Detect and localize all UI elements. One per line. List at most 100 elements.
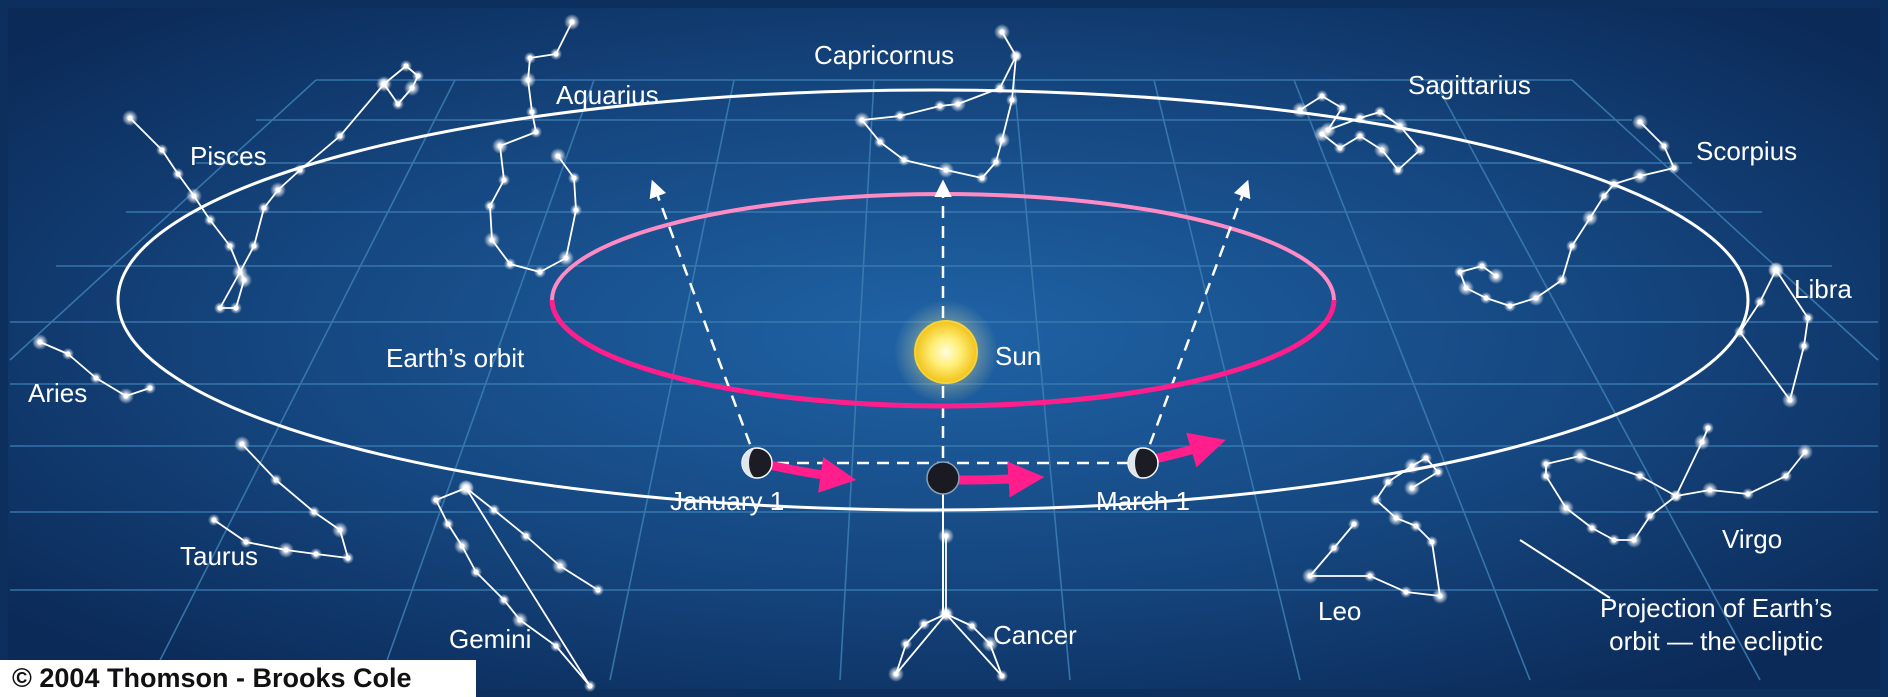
constellation-capricornus (854, 24, 1022, 184)
star-core (1379, 147, 1385, 153)
star-core (1801, 343, 1807, 349)
constellation-lines-cancer (895, 536, 1003, 677)
star-core (1559, 277, 1565, 283)
star-core (497, 143, 503, 149)
star-core (191, 193, 197, 199)
star-core (533, 129, 539, 135)
star-core (1397, 123, 1403, 129)
constellation-aquarius (484, 14, 582, 278)
star-core (955, 101, 961, 107)
star-core (211, 517, 217, 523)
star-core (859, 117, 865, 123)
label-ecliptic-line2: orbit — the ecliptic (1609, 625, 1824, 656)
star-core (501, 597, 507, 603)
star-core (573, 207, 579, 213)
star-core (489, 237, 495, 243)
star-core (1569, 243, 1575, 249)
star-core (1661, 143, 1667, 149)
star-core (1533, 295, 1539, 301)
star-core (553, 643, 559, 649)
star-core (1647, 513, 1653, 519)
star-core (943, 533, 949, 539)
star-core (507, 261, 513, 267)
star-core (207, 217, 213, 223)
star-core (1483, 295, 1489, 301)
star-core (1319, 93, 1325, 99)
star-core (1563, 505, 1569, 511)
star-core (239, 441, 245, 447)
star-core (1395, 167, 1401, 173)
star-core (1543, 461, 1549, 467)
star-core (1307, 573, 1313, 579)
star-core (37, 339, 43, 345)
star-core (943, 167, 949, 173)
star-core (969, 623, 975, 629)
label-pisces: Pisces (190, 141, 267, 171)
star-core (1507, 303, 1513, 309)
star-core (1009, 97, 1015, 103)
earth-mar1-icon (1127, 447, 1159, 479)
star-core (595, 587, 601, 593)
star-core (1013, 53, 1019, 59)
star-core (1463, 285, 1469, 291)
star-core (1589, 525, 1595, 531)
label-leo: Leo (1318, 596, 1362, 626)
star-core (1601, 193, 1607, 199)
star-core (297, 167, 303, 173)
star-core (1417, 147, 1423, 153)
star-core (159, 147, 165, 153)
star-core (937, 103, 943, 109)
star-core (337, 527, 343, 533)
label-sagittarius: Sagittarius (1408, 70, 1531, 100)
star-core (1331, 545, 1337, 551)
star-core (999, 29, 1005, 35)
star-core (553, 51, 559, 57)
constellation-pisces (122, 60, 424, 314)
star-core (943, 611, 949, 617)
star-core (459, 543, 465, 549)
star-core (261, 205, 267, 211)
star-core (527, 55, 533, 61)
star-core (1737, 329, 1743, 335)
star-core (273, 477, 279, 483)
star-core (445, 521, 451, 527)
star-core (1637, 173, 1643, 179)
label-taurus: Taurus (180, 541, 259, 571)
star-core (243, 539, 249, 545)
star-core (1367, 573, 1373, 579)
star-core (1297, 107, 1303, 113)
star-core (1773, 267, 1779, 273)
star-core (997, 85, 1003, 91)
star-core (993, 159, 999, 165)
star-core (473, 569, 479, 575)
star-core (1409, 485, 1415, 491)
label-aquarius: Aquarius (556, 80, 659, 110)
star-core (1631, 537, 1637, 543)
star-core (1337, 145, 1343, 151)
constellation-leo (1302, 452, 1448, 604)
star-core (123, 393, 129, 399)
star-core (337, 133, 343, 139)
star-core (1705, 425, 1711, 431)
star-core (1783, 473, 1789, 479)
label-ecliptic: Projection of Earth’s orbit — the eclipt… (1600, 592, 1832, 657)
star-core (529, 109, 535, 115)
star-core (311, 509, 317, 515)
star-core (403, 63, 409, 69)
star-core (1745, 491, 1751, 497)
star-core (251, 243, 257, 249)
star-core (1611, 181, 1617, 187)
star-core (587, 683, 593, 689)
star-core (557, 563, 563, 569)
star-core (1543, 473, 1549, 479)
star-core (1493, 273, 1499, 279)
star-core (487, 203, 493, 209)
star-core (571, 175, 577, 181)
star-core (921, 621, 927, 627)
star-core (903, 641, 909, 647)
label-gemini: Gemini (449, 624, 532, 654)
star-core (1805, 315, 1811, 321)
star-core (1403, 589, 1409, 595)
star-core (1637, 473, 1643, 479)
